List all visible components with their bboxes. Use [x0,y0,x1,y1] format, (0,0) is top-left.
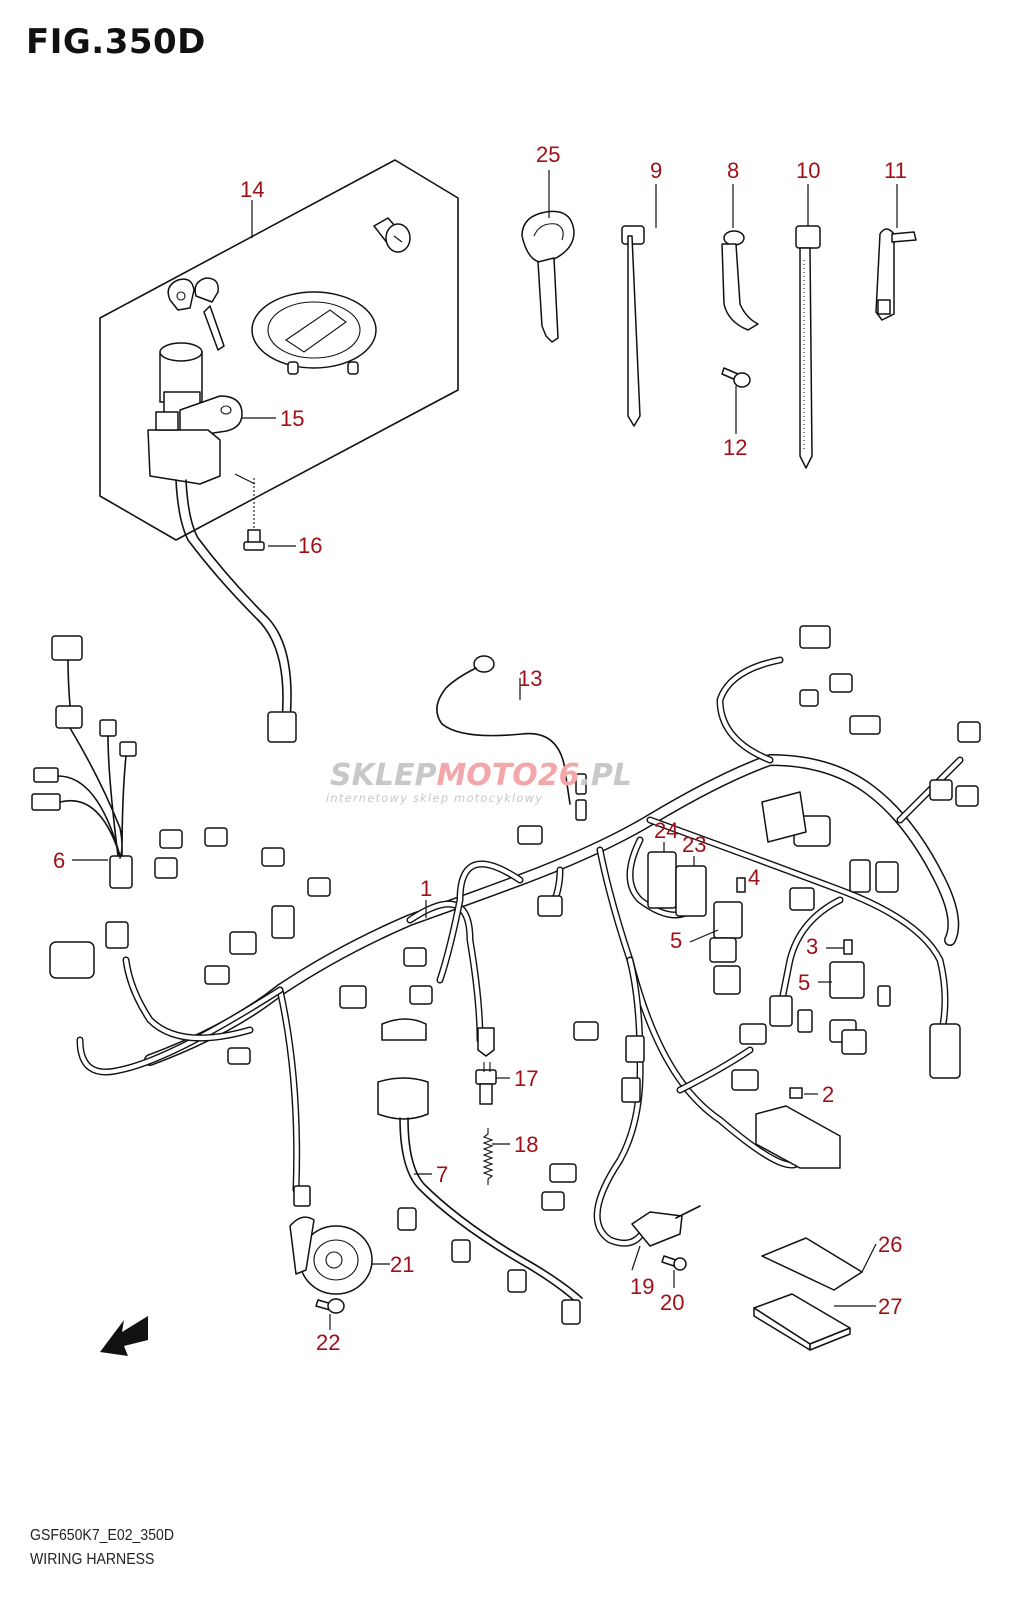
key-blank [521,210,575,343]
lock-set-box [99,159,459,541]
bolt-16 [243,478,265,551]
callout-labels: 14 25 9 8 10 11 12 15 16 13 1 6 24 23 4 … [53,142,907,1355]
seat-lock-cylinder [373,217,411,253]
watermark-brand-suffix: .PL [580,758,633,793]
watermark-brand-number: 26 [538,758,580,793]
callout-20: 20 [660,1290,684,1315]
callout-13: 13 [518,666,542,691]
callout-16: 16 [298,533,322,558]
callout-9: 9 [650,158,662,183]
callout-12: 12 [723,435,747,460]
watermark-tagline: internetowy sklep motocyklowy [326,791,543,805]
horn-21 [289,1216,373,1314]
ground-lead-13 [436,655,587,821]
ignition-keys [167,277,225,351]
label-sheet-26 [761,1237,863,1291]
callout-21: 21 [390,1252,414,1277]
figure-footer: GSF650K7_E02_350D WIRING HARNESS [30,1524,194,1572]
switch-17 [475,1027,497,1105]
model-code: GSF650K7_E02_350D [30,1527,175,1544]
callout-4: 4 [748,865,760,890]
harness-connectors [49,625,981,1207]
callout-1: 1 [420,876,432,901]
pad-27 [753,1293,851,1351]
callout-3: 3 [806,934,818,959]
callout-23: 23 [682,832,706,857]
callout-27: 27 [878,1294,902,1319]
cable-tie-9 [621,225,645,427]
callout-8: 8 [727,158,739,183]
callout-5b: 5 [798,970,810,995]
callout-6: 6 [53,848,65,873]
cable-tie-10 [795,225,821,469]
svg-text:SKLEPMOTO26.PL: SKLEPMOTO26.PL [330,758,632,793]
callout-7: 7 [436,1162,448,1187]
clamp-11 [875,228,917,321]
callout-5a: 5 [670,928,682,953]
callout-18: 18 [514,1132,538,1157]
screw-12 [721,367,751,388]
callout-11: 11 [884,158,907,183]
main-harness [76,656,964,1247]
sub-harness-6 [31,635,137,889]
callout-17: 17 [514,1066,538,1091]
figure-title: FIG.350D [26,22,206,62]
watermark: SKLEPMOTO26.PL internetowy sklep motocyk… [326,758,632,805]
callout-14: 14 [240,177,264,202]
sub-harness-7 [377,1018,583,1325]
callout-25: 25 [536,142,560,167]
side-stand-switch-19 [631,1205,701,1271]
callout-26: 26 [878,1232,902,1257]
callout-24: 24 [654,818,678,843]
callout-10: 10 [796,158,820,183]
callout-19: 19 [630,1274,654,1299]
ignition-switch [147,342,292,721]
callout-2: 2 [822,1082,834,1107]
front-direction-arrow-icon [100,1316,148,1356]
relays-and-fuses [647,851,867,1169]
figure-caption: WIRING HARNESS [30,1551,155,1568]
fuel-cap [251,291,377,375]
callout-15: 15 [280,406,304,431]
callout-22: 22 [316,1330,340,1355]
watermark-brand-gray: SKLEP [330,758,436,793]
spring-18 [482,1128,494,1185]
watermark-brand-red: MOTO [436,758,537,793]
leader-lines [72,170,898,1330]
clamp-8 [721,230,759,331]
